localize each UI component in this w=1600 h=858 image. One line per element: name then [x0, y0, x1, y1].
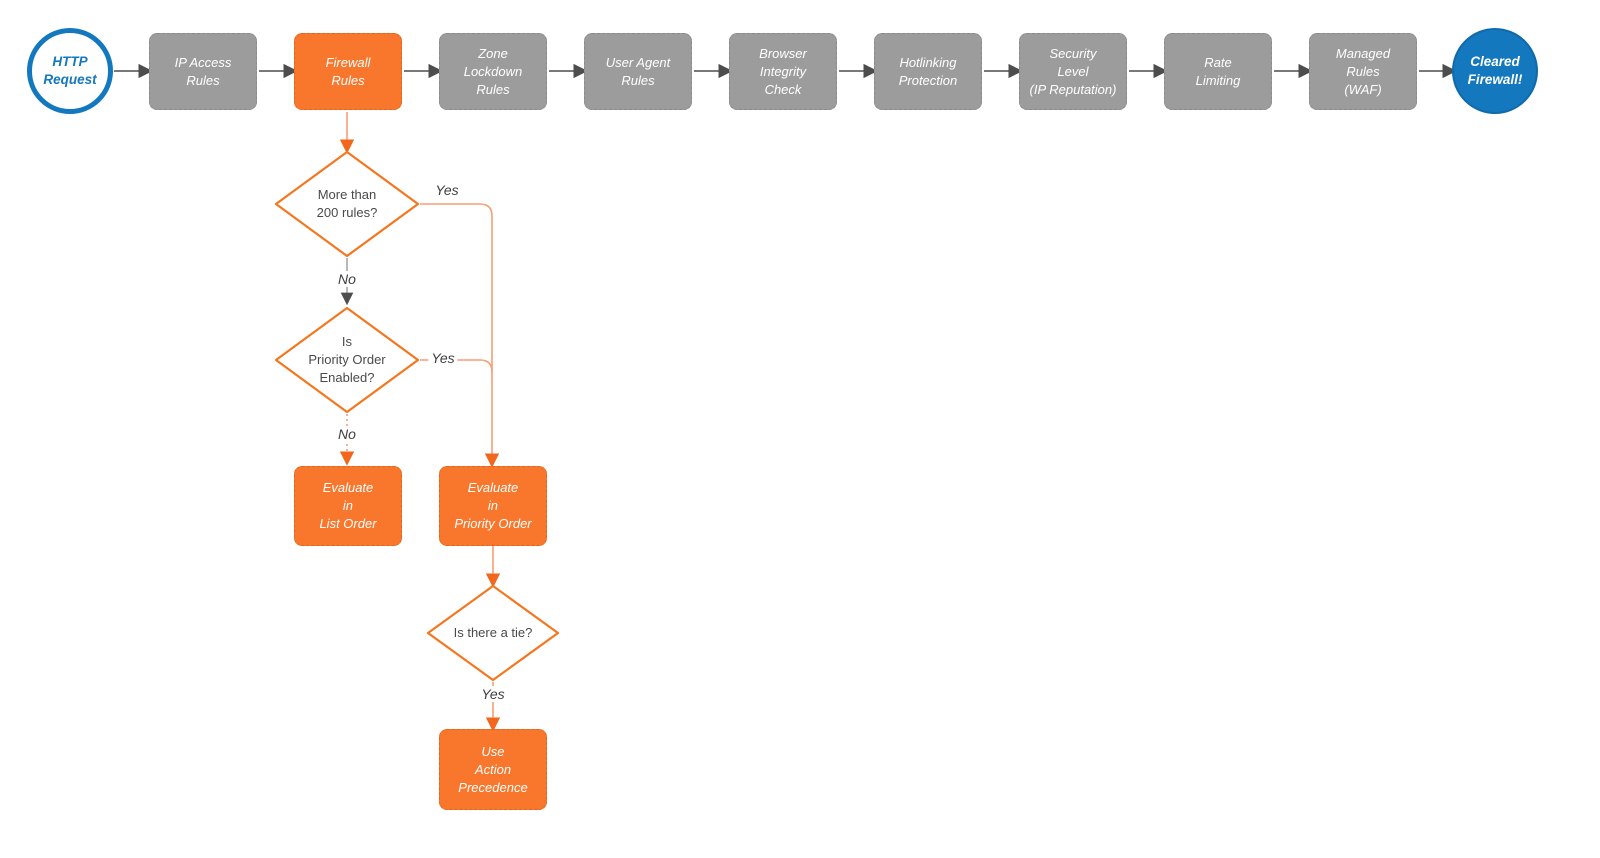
diamond-shape — [274, 306, 420, 414]
node-hotlinking-protection: Hotlinking Protection — [874, 33, 982, 110]
edge-label-no-200-rules: No — [335, 271, 359, 287]
decision-priority-order-enabled-label: Is Priority Order Enabled? — [308, 334, 386, 385]
node-rate-limiting: Rate Limiting — [1164, 33, 1272, 110]
diamond-shape — [274, 150, 420, 258]
node-user-agent-rules-label: User Agent Rules — [605, 54, 671, 88]
node-use-action-precedence-label: Use Action Precedence — [458, 743, 528, 795]
node-decision-more-than-200-rules: More than 200 rules? — [274, 150, 420, 258]
diamond-shape — [426, 584, 560, 682]
node-user-agent-rules: User Agent Rules — [584, 33, 692, 110]
node-zone-lockdown-rules: Zone Lockdown Rules — [439, 33, 547, 110]
node-security-level-ip-reputation-label: Security Level (IP Reputation) — [1029, 45, 1117, 97]
node-firewall-rules: Firewall Rules — [294, 33, 402, 110]
node-cleared-firewall-label: Cleared Firewall! — [1467, 54, 1523, 87]
node-firewall-rules-label: Firewall Rules — [325, 54, 371, 88]
node-browser-integrity-check: Browser Integrity Check — [729, 33, 837, 110]
decision-is-there-a-tie-label: Is there a tie? — [453, 625, 533, 640]
node-evaluate-in-list-order-label: Evaluate in List Order — [319, 480, 377, 531]
node-http-request: HTTP Request — [27, 28, 113, 114]
edge-label-yes-tie: Yes — [478, 686, 508, 702]
node-http-request-label: HTTP Request — [43, 54, 97, 87]
node-ip-access-rules-label: IP Access Rules — [174, 54, 232, 88]
node-managed-rules-waf-label: Managed Rules (WAF) — [1335, 45, 1391, 97]
node-use-action-precedence: Use Action Precedence — [439, 729, 547, 810]
node-evaluate-in-priority-order: Evaluate in Priority Order — [439, 466, 547, 546]
node-security-level-ip-reputation: Security Level (IP Reputation) — [1019, 33, 1127, 110]
node-ip-access-rules: IP Access Rules — [149, 33, 257, 110]
node-browser-integrity-check-label: Browser Integrity Check — [759, 45, 807, 97]
edge-label-yes-priority-order: Yes — [428, 350, 458, 366]
edge-label-no-priority-order: No — [335, 426, 359, 442]
node-managed-rules-waf: Managed Rules (WAF) — [1309, 33, 1417, 110]
node-rate-limiting-label: Rate Limiting — [1195, 54, 1241, 88]
edge-label-yes-200-rules: Yes — [432, 182, 462, 198]
node-zone-lockdown-rules-label: Zone Lockdown Rules — [463, 45, 523, 97]
node-evaluate-in-list-order: Evaluate in List Order — [294, 466, 402, 546]
node-decision-priority-order-enabled: Is Priority Order Enabled? — [274, 306, 420, 414]
node-decision-is-there-a-tie: Is there a tie? — [426, 584, 560, 682]
node-evaluate-in-priority-order-label: Evaluate in Priority Order — [454, 480, 532, 531]
decision-more-than-200-rules-label: More than 200 rules? — [316, 187, 378, 220]
node-cleared-firewall: Cleared Firewall! — [1452, 28, 1538, 114]
node-hotlinking-protection-label: Hotlinking Protection — [898, 54, 958, 88]
